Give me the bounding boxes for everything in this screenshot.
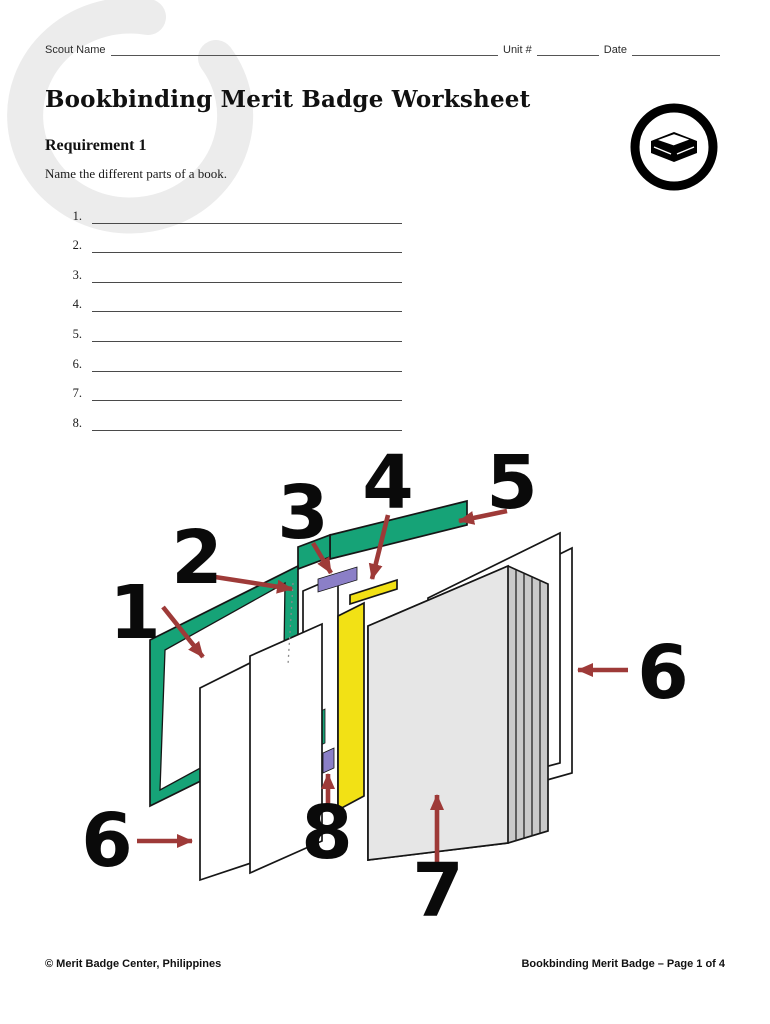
unit-label: Unit #: [503, 44, 532, 56]
label-7: 7: [412, 848, 464, 934]
blank-line: [92, 338, 402, 342]
book-merit-badge-icon: [630, 103, 718, 191]
blank-line: [92, 308, 402, 313]
answer-blank-row: 3.: [66, 253, 402, 283]
scout-name-blank: [110, 44, 498, 56]
arrow-3: [311, 541, 333, 575]
blank-line: [92, 397, 402, 402]
date-label: Date: [603, 44, 627, 56]
instruction-text: Name the different parts of a book.: [45, 166, 228, 181]
label-2: 2: [171, 515, 223, 601]
scout-name-label: Scout Name: [45, 44, 106, 56]
blank-number: 8.: [72, 415, 82, 430]
blank-line: [92, 427, 402, 431]
answer-blank-row: 8.: [66, 401, 402, 431]
blank-line: [92, 220, 402, 224]
answer-blank-row: 6.: [66, 342, 402, 372]
blank-line: [92, 249, 402, 254]
arrow-2: [214, 574, 293, 594]
blank-number: 4.: [72, 297, 82, 312]
headband-bottom: [322, 747, 335, 774]
book-parts-diagram: 1 2 3 4 5 6 6 8 7: [81, 443, 689, 934]
yellow-endpaper-top-edge: [349, 578, 398, 606]
date-blank: [632, 44, 720, 56]
yellow-endpaper: [337, 601, 365, 812]
watermark-arc: [7, 0, 254, 234]
footer-left: © Merit Badge Center, Philippines: [45, 958, 222, 970]
answer-blank-row: 1.: [66, 194, 402, 224]
headband-top: [317, 566, 358, 593]
text-block-front: [367, 564, 509, 861]
answer-blank-row: 5.: [66, 312, 402, 342]
arrow-1: [161, 605, 205, 659]
blank-number: 6.: [72, 356, 82, 371]
footer-right: Bookbinding Merit Badge – Page 1 of 4: [521, 958, 725, 970]
answer-blank-row: 2.: [66, 224, 402, 254]
book-pages-top: [654, 132, 693, 147]
arrow-5: [458, 508, 508, 525]
blank-number: 7.: [72, 386, 82, 401]
label-4: 4: [362, 443, 414, 526]
requirement-heading: Requirement 1: [45, 137, 147, 154]
blank-number: 2.: [72, 238, 82, 253]
flyleaf-left-inner: [249, 622, 323, 875]
label-8: 8: [301, 790, 353, 876]
label-3: 3: [277, 470, 329, 556]
label-5: 5: [486, 443, 538, 526]
footer-row: © Merit Badge Center, Philippines Bookbi…: [45, 958, 725, 970]
header-row: Scout Name Unit # Date: [45, 44, 725, 56]
arrow-4: [368, 514, 391, 580]
fold-dotted-line: [287, 582, 294, 666]
blank-number: 1.: [72, 208, 82, 223]
book-icon: [651, 132, 697, 162]
blank-number: 3.: [72, 267, 82, 282]
unit-blank: [536, 44, 599, 56]
blank-number: 5.: [72, 326, 82, 341]
fore-edge-page-lines: [515, 570, 541, 841]
label-6-left: 6: [81, 798, 133, 884]
book-page-line-right: [676, 146, 695, 155]
blank-line: [92, 279, 402, 283]
label-1: 1: [109, 570, 161, 656]
book-page-line-left: [653, 146, 672, 155]
answer-blanks: 1. 2. 3. 4. 5. 6.: [66, 194, 402, 431]
answer-blank-row: 4.: [66, 283, 402, 313]
answer-blank-row: 7.: [66, 372, 402, 402]
page-title: Bookbinding Merit Badge Worksheet: [45, 86, 531, 113]
label-6-right: 6: [637, 630, 689, 716]
blank-line: [92, 368, 402, 372]
watermark-circle-icon: [7, 0, 254, 234]
